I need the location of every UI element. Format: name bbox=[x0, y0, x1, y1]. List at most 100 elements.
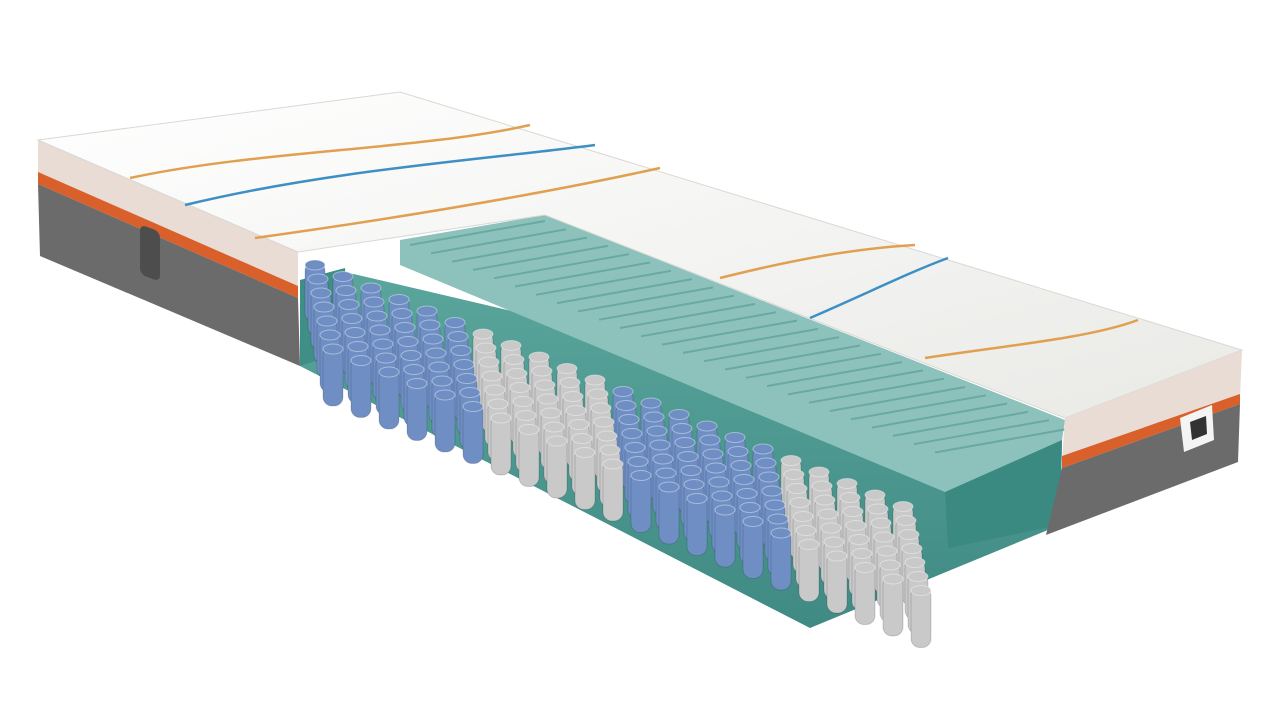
spring-pocket-top bbox=[540, 407, 562, 419]
spring-pocket-top bbox=[307, 273, 329, 285]
spring-pocket-top bbox=[322, 343, 344, 355]
orange-wave-3 bbox=[719, 243, 916, 280]
foam-ridge bbox=[871, 402, 1008, 429]
spring-pocket-top bbox=[854, 562, 876, 573]
spring-pocket-top bbox=[350, 355, 372, 366]
spring-pocket-top bbox=[724, 432, 746, 443]
spring-pocket-top bbox=[556, 363, 578, 374]
spring-pocket-top bbox=[590, 402, 612, 414]
foam-ridge bbox=[640, 311, 777, 338]
spring-pocket-top bbox=[615, 400, 637, 411]
spring-pocket-top bbox=[602, 458, 624, 470]
foam-ridge bbox=[577, 286, 714, 313]
spring-pocket-top bbox=[686, 493, 708, 504]
spring-pocket-top bbox=[755, 457, 777, 469]
spring-pocket-top bbox=[316, 315, 338, 327]
spring-pocket-top bbox=[403, 364, 425, 375]
spring-pocket-top bbox=[879, 559, 901, 571]
spring-pocket-top bbox=[798, 539, 820, 550]
orange-wave-2 bbox=[254, 166, 661, 240]
spring-pocket-top bbox=[842, 506, 864, 517]
foam-ridge bbox=[766, 361, 903, 388]
spring-pocket-top bbox=[559, 377, 581, 388]
spring-pocket-top bbox=[627, 456, 649, 467]
spring-pocket-top bbox=[621, 428, 643, 439]
spring-pocket-top bbox=[820, 522, 842, 534]
orange-wave-1 bbox=[129, 123, 531, 180]
spring-pocket-top bbox=[764, 499, 786, 511]
spring-pocket-top bbox=[537, 393, 559, 405]
foam-ridge bbox=[430, 228, 567, 255]
spring-pocket-top bbox=[518, 424, 540, 435]
spring-pocket bbox=[686, 495, 708, 556]
spring-pocket-top bbox=[515, 410, 537, 421]
spring-pocket-top bbox=[618, 414, 640, 425]
spring-pocket-top bbox=[422, 333, 444, 345]
spring-pocket-top bbox=[338, 299, 360, 310]
spring-pocket-top bbox=[599, 444, 621, 456]
spring-pocket-top bbox=[677, 451, 699, 462]
foam-ridge bbox=[934, 427, 1071, 454]
spring-pocket-top bbox=[475, 342, 497, 354]
spring-pocket-top bbox=[596, 430, 618, 442]
spring-pocket-top bbox=[310, 287, 332, 299]
orange-wave-4 bbox=[924, 318, 1139, 360]
spring-pocket-top bbox=[584, 374, 606, 386]
spring-pocket-top bbox=[655, 467, 677, 479]
spring-pocket-top bbox=[313, 301, 335, 313]
spring-pocket bbox=[350, 357, 372, 418]
spring-pocket-top bbox=[727, 446, 749, 457]
spring-pocket-top bbox=[792, 511, 814, 522]
foam-ridge bbox=[619, 303, 756, 329]
foam-ridge bbox=[682, 327, 819, 354]
spring-pocket-top bbox=[870, 517, 892, 529]
spring-pocket-top bbox=[444, 317, 466, 328]
spring-pocket-top bbox=[366, 310, 388, 322]
spring-pocket-top bbox=[534, 379, 556, 391]
spring-pocket-top bbox=[770, 527, 792, 539]
spring-pocket bbox=[910, 587, 932, 648]
spring-pocket-top bbox=[752, 443, 774, 455]
spring-pocket-top bbox=[898, 529, 920, 540]
spring-pocket-top bbox=[378, 366, 400, 378]
spring-pocket-top bbox=[388, 294, 410, 305]
spring-pocket-top bbox=[683, 479, 705, 490]
spring-pocket bbox=[658, 483, 680, 545]
spring-pocket-top bbox=[845, 520, 867, 531]
spring-pocket-top bbox=[826, 550, 848, 562]
spring-pocket-top bbox=[456, 373, 478, 384]
spring-pocket-top bbox=[904, 557, 926, 568]
spring-pocket-top bbox=[363, 296, 385, 308]
spring-pocket-top bbox=[428, 361, 450, 373]
spring-pocket-top bbox=[873, 531, 895, 543]
spring-pocket bbox=[546, 437, 568, 499]
spring-pocket bbox=[602, 460, 624, 522]
foam-ridge bbox=[850, 394, 987, 421]
spring-pocket-top bbox=[509, 382, 531, 393]
spring-pocket-top bbox=[360, 282, 382, 294]
spring-pocket-top bbox=[895, 515, 917, 526]
left-end-orange-stripe bbox=[38, 172, 298, 298]
spring-pocket-top bbox=[739, 502, 761, 513]
spring-pocket-top bbox=[319, 329, 341, 341]
spring-pocket-top bbox=[708, 476, 730, 488]
spring-pocket-top bbox=[447, 331, 469, 342]
spring-pocket-top bbox=[512, 396, 534, 407]
spring-pocket-top bbox=[758, 471, 780, 483]
spring-pocket-top bbox=[674, 437, 696, 448]
spring-pocket bbox=[826, 552, 848, 614]
spring-pocket-top bbox=[780, 455, 802, 466]
foam-ridge bbox=[808, 377, 945, 404]
spring-pocket-top bbox=[630, 470, 652, 481]
foam-ridge bbox=[829, 386, 966, 412]
foam-ridges bbox=[409, 220, 1071, 454]
spring-pocket-top bbox=[646, 425, 668, 437]
spring-pocket-top bbox=[500, 340, 522, 351]
spring-pocket bbox=[770, 529, 792, 591]
spring-pocket-top bbox=[587, 388, 609, 400]
spring-pocket-top bbox=[574, 447, 596, 458]
spring-pocket bbox=[630, 472, 652, 533]
spring-pocket-top bbox=[786, 483, 808, 494]
spring-pocket-top bbox=[593, 416, 615, 428]
spring-pocket-top bbox=[406, 378, 428, 389]
